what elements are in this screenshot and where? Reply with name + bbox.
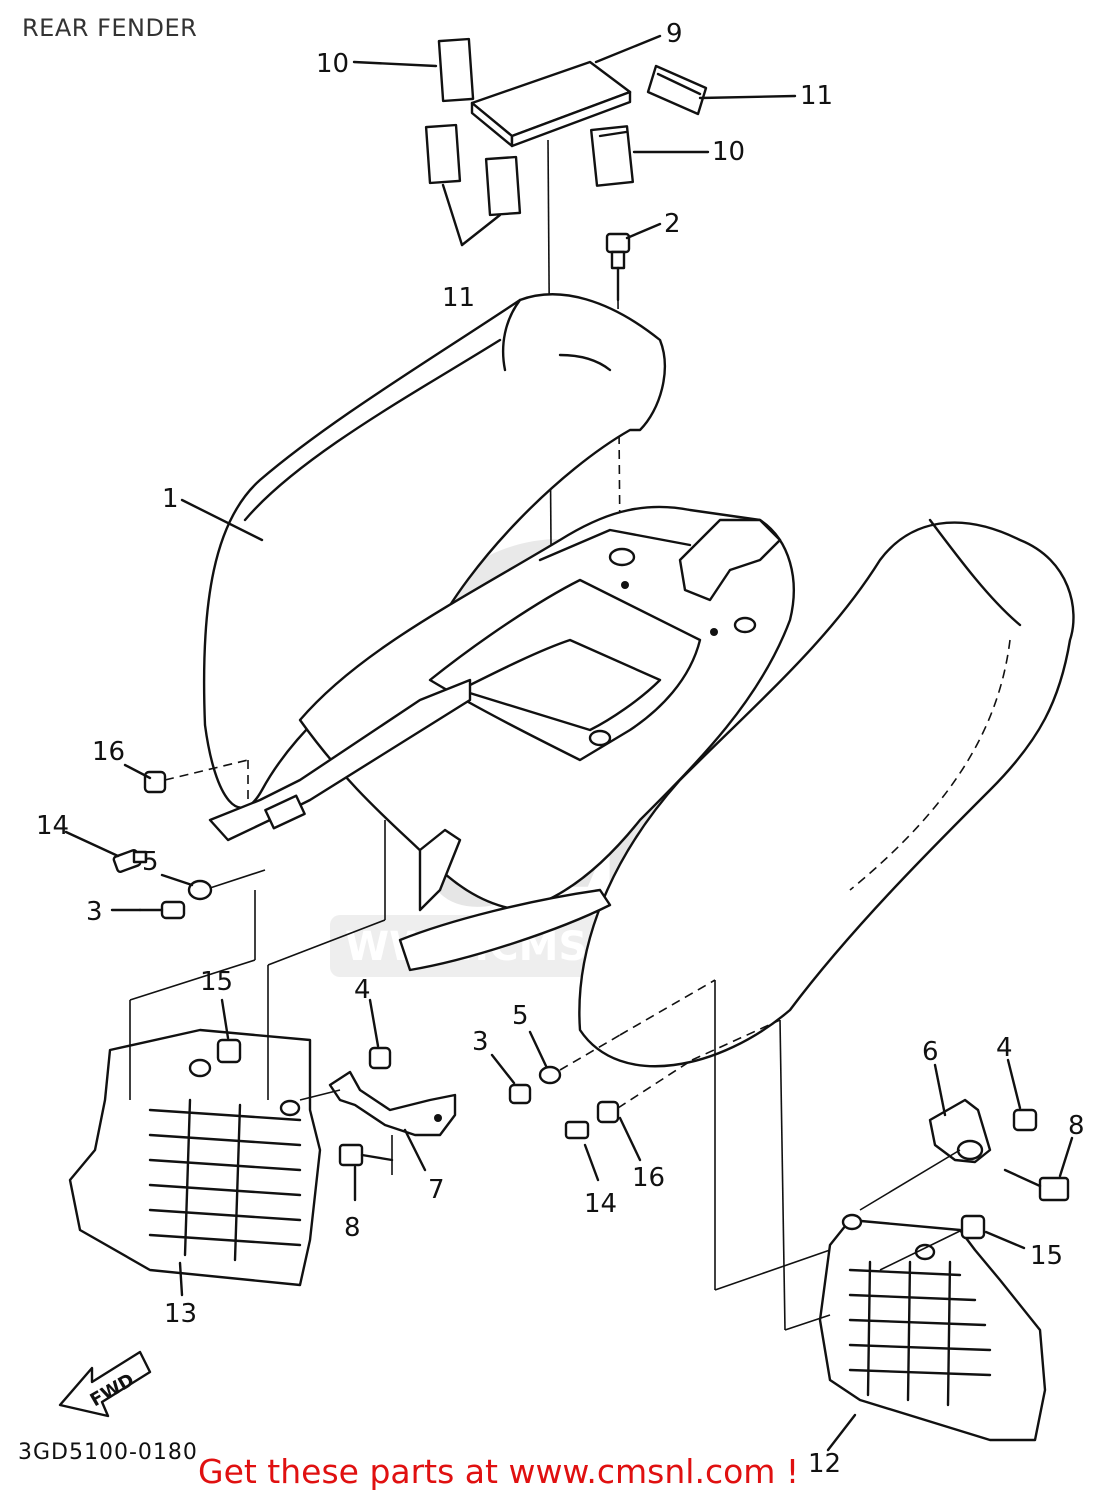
callout-12: 12 [808, 1449, 841, 1479]
callout-16: 16 [632, 1163, 665, 1193]
part-13-left-mudguard [68, 1028, 322, 1287]
part-10-pad-right [589, 125, 635, 187]
part-3-left-rivet [138, 900, 186, 920]
part-16-right-nut [596, 1100, 620, 1124]
callout-9: 9 [666, 19, 683, 49]
callout-11: 11 [442, 283, 475, 313]
part-14-right-screw [564, 1120, 590, 1140]
callout-16: 16 [92, 737, 125, 767]
callout-4: 4 [996, 1033, 1013, 1063]
part-11-pad-right [646, 64, 708, 116]
callout-3: 3 [472, 1027, 489, 1057]
callout-5: 5 [142, 847, 159, 877]
callout-14: 14 [36, 811, 69, 841]
fwd-arrow: FWD [58, 1350, 152, 1418]
callout-10: 10 [316, 49, 349, 79]
part-5-left-grommet [187, 879, 213, 901]
part-3-right-rivet [508, 1083, 532, 1105]
part-14-left-screw [112, 849, 148, 873]
callout-6: 6 [922, 1037, 939, 1067]
diagram-title: REAR FENDER [22, 14, 198, 42]
part-8-right-bolt [1003, 1168, 1070, 1202]
callout-2: 2 [664, 209, 681, 239]
part-11-pad-left-b [484, 155, 522, 217]
part-12-right-mudguard [818, 1213, 1047, 1442]
callout-15: 15 [1030, 1241, 1063, 1271]
part-8-left-bolt [338, 1143, 394, 1167]
part-11-pad-left-a [424, 123, 462, 185]
part-5-right-grommet [538, 1065, 562, 1085]
callouts: 1 2 3 3 4 4 5 5 6 7 8 8 9 10 10 11 11 12… [36, 19, 1085, 1479]
part-15-left-nut [216, 1038, 242, 1064]
callout-5: 5 [512, 1001, 529, 1031]
callout-13: 13 [164, 1299, 197, 1329]
callout-1: 1 [162, 484, 179, 514]
callout-10: 10 [712, 137, 745, 167]
callout-15: 15 [200, 967, 233, 997]
part-6-right-bracket [928, 1098, 992, 1164]
part-16-left-nut [143, 770, 167, 794]
part-4-right-nut [1012, 1108, 1038, 1132]
callout-3: 3 [86, 897, 103, 927]
part-2-bolt [605, 232, 631, 302]
part-9-seat-pad [470, 60, 632, 148]
callout-7: 7 [428, 1175, 445, 1205]
callout-14: 14 [584, 1189, 617, 1219]
part-4-left-nut [368, 1046, 392, 1070]
callout-8: 8 [344, 1213, 361, 1243]
callout-4: 4 [354, 975, 371, 1005]
callout-8: 8 [1068, 1111, 1085, 1141]
part-10-pad-top [437, 37, 475, 103]
part-1-rear-fender [202, 293, 1075, 1068]
part-7-stay-bracket [328, 1070, 457, 1137]
part-15-right-nut [960, 1214, 986, 1240]
promo-banner-link[interactable]: Get these parts at www.cmsnl.com ! [198, 1452, 800, 1491]
diagram-code: 3GD5100-0180 [18, 1440, 198, 1465]
callout-11: 11 [800, 81, 833, 111]
